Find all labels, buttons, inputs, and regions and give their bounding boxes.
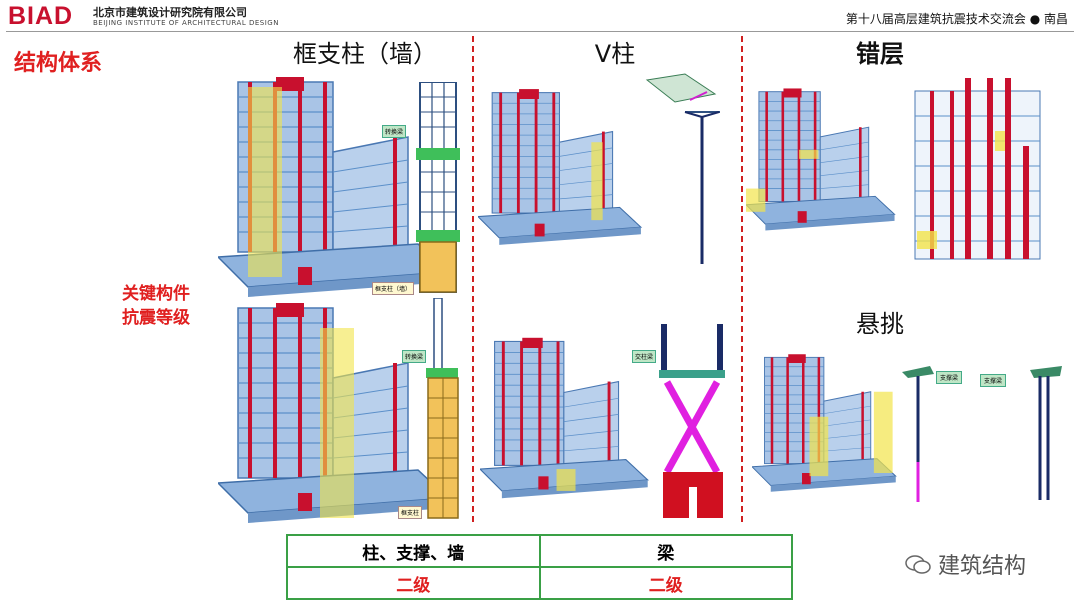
column-head-frame-support: 框支柱（墙）: [293, 40, 437, 68]
label-transfer-beam-v: 交柱梁: [632, 350, 657, 363]
seismic-grade-table: 柱、支撑、墙 梁 二级 二级: [286, 534, 793, 600]
key-label-line2: 抗震等级: [122, 308, 190, 328]
model-v-column-bottom: [480, 337, 649, 499]
model-split-level-top: [746, 87, 896, 232]
model-frame-support-bottom: [218, 302, 449, 524]
table-grade-beams: 二级: [538, 566, 793, 600]
dashed-divider-2: [741, 36, 743, 522]
label-brace-beam-2: 支撑梁: [980, 374, 1007, 387]
model-frame-support-detail-top: [416, 82, 460, 293]
model-cantilever-detail: [902, 366, 1062, 502]
wechat-icon: [905, 554, 931, 576]
label-frame-support-column: 框支柱: [398, 506, 423, 519]
table-head-columns: 柱、支撑、墙: [286, 534, 541, 568]
column-head-cantilever: 悬挑: [856, 310, 904, 338]
table-row: 二级 二级: [286, 566, 793, 600]
label-transfer-beam-2: 转换梁: [402, 350, 427, 363]
model-frame-support-detail-bottom: [426, 298, 459, 519]
dashed-divider-1: [472, 36, 474, 522]
table-grade-columns: 二级: [286, 566, 541, 600]
column-head-split-level: 错层: [856, 40, 904, 68]
biad-logo: BIAD: [8, 2, 74, 30]
table-head-beams: 梁: [538, 534, 793, 568]
table-row: 柱、支撑、墙 梁: [286, 534, 793, 568]
key-label-line1: 关键构件: [122, 284, 190, 304]
model-v-column-detail-bottom: [659, 324, 725, 518]
org-name-cn: 北京市建筑设计研究院有限公司: [93, 6, 247, 19]
conference-title: 第十八届高层建筑抗震技术交流会 ● 南昌: [845, 12, 1068, 26]
model-frame-support-top: [218, 76, 449, 298]
header-divider: [6, 31, 1074, 32]
model-split-level-detail: [914, 78, 1041, 260]
label-brace-beam-1: 支撑梁: [936, 371, 963, 384]
model-v-column-top: [478, 88, 642, 246]
watermark: 建筑结构: [905, 548, 1026, 580]
watermark-text: 建筑结构: [938, 554, 1027, 579]
label-frame-support-wall: 框支柱（墙）: [372, 282, 415, 295]
org-name-en: BEIJING INSTITUTE OF ARCHITECTURAL DESIG…: [93, 19, 279, 27]
label-transfer-beam-1: 转换梁: [382, 125, 407, 138]
model-cantilever-bottom: [752, 353, 897, 493]
model-v-column-detail-top: [645, 73, 720, 264]
column-head-v-column: V柱: [594, 40, 636, 68]
key-component-label: 关键构件 抗震等级: [96, 282, 216, 330]
section-title: 结构体系: [14, 51, 103, 76]
